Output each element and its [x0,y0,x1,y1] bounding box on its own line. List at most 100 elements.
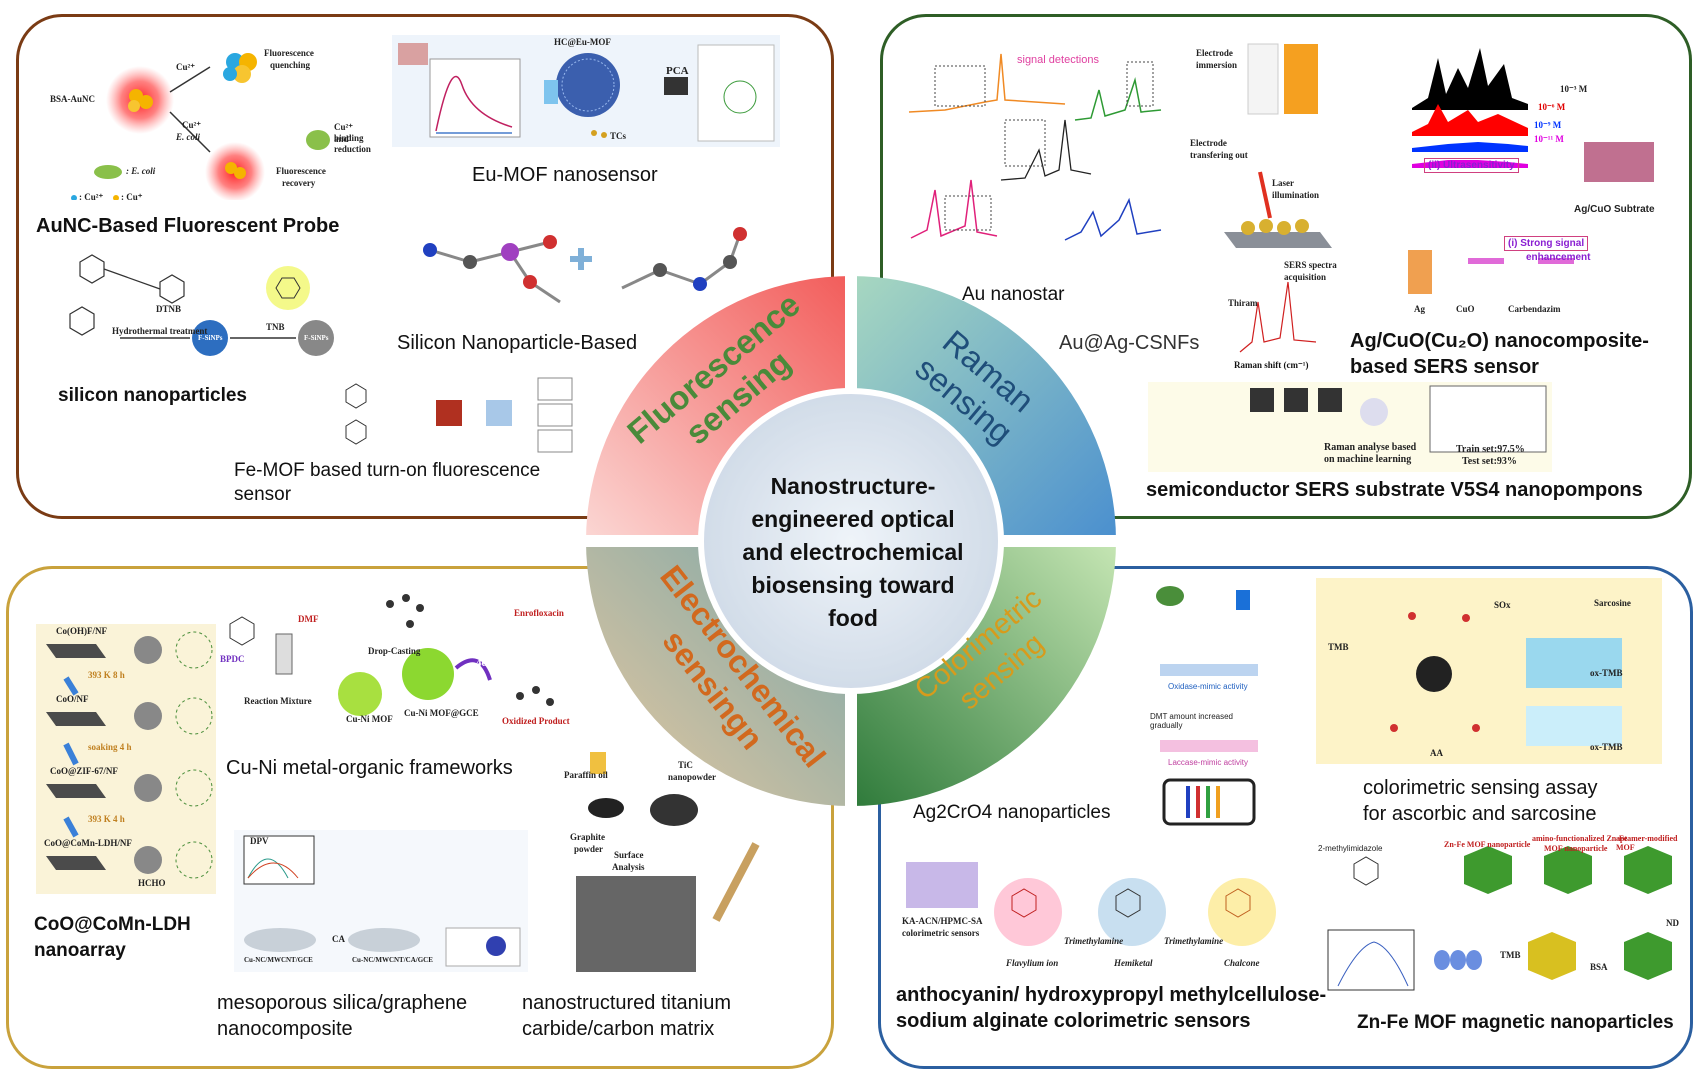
raman-analyse-label-2: on machine learning [1324,454,1412,465]
surface-label-1: Surface [614,850,644,860]
ti-carbide-graphic [576,752,760,972]
cu-ecoli-arrow-label: Cu²⁺ [182,120,201,130]
trimethylamine-label-2: Trimethylamine [1164,936,1224,946]
ultrasensitivity-label: (ii) Ultrasensitivity [1424,158,1519,173]
center-title-line5: food [828,605,878,631]
assay-figure: TMB ox-TMB ox-TMB SOx Sarcosine AA [1316,578,1662,764]
electrode-immersion-1: Electrode [1196,48,1233,58]
v5s4-figure: Raman analyse based on machine learning … [1148,382,1552,472]
anthocyanin-label-1: anthocyanin/ hydroxypropyl methylcellulo… [896,984,1327,1006]
graphite-label-2: powder [574,844,603,854]
femof-label-2: sensor [234,484,292,505]
center-title-line1: Nanostructure- [770,473,936,499]
recovery-label-1: Fluorescence [276,166,326,176]
ca-label: CA [332,934,345,944]
bsa-aunc-label: BSA-AuNC [50,94,96,104]
ti-carbide-label-1: nanostructured titanium [522,992,732,1014]
oxtmb-label-2: ox-TMB [1590,742,1623,752]
meso-silica-graphic [243,835,521,967]
step-label-1: Co(OH)F/NF [56,626,107,636]
silicon-reaction-graphic [69,254,334,356]
eumof-graphic [398,43,775,142]
test-set-label: Test set:93% [1462,456,1517,467]
femof-label-1: Fe-MOF based turn-on fluorescence [234,460,541,481]
fsinps-label-1: F-SiNPs [198,334,223,342]
hydrothermal-label: Hydrothermal treatment [112,326,208,336]
znfe-np-label: Zn-Fe MOF nanoparticle [1444,840,1531,849]
recovery-label-2: recovery [282,178,316,188]
ecoli-arrow-label: E. coli [176,132,200,142]
auag-label: Au@Ag-CSNFs [1059,332,1200,354]
condition-label-2: soaking 4 h [88,742,132,752]
cuni-mof-gce-label: Cu-Ni MOF@GCE [404,708,479,718]
assay-label-2: for ascorbic and sarcosine [1363,803,1597,825]
cuni-mof-label: Cu-Ni metal-organic frameworks [226,757,513,779]
tic-label-1: TiC [678,760,693,770]
agcuo-label-2: based SERS sensor [1350,356,1539,378]
auag-figure: Electrode immersion Electrode transferin… [1190,42,1340,364]
tmb-label-2: TMB [1500,950,1521,960]
anthocyanin-figure: KA-ACN/HPMC-SA colorimetric sensors Flav… [902,856,1300,974]
electrode-transfer-1: Electrode [1190,138,1227,148]
conc-label-2: 10⁻⁶ M [1538,102,1566,112]
quench-label-1: Fluorescence [264,48,314,58]
meso-silica-label-2: nanocomposite [217,1018,353,1040]
conc-label-1: 10⁻³ M [1560,84,1588,94]
coo-graphic [46,631,213,879]
silicon-molecule-figure [410,222,760,326]
coo-nanoarray-figure: Co(OH)F/NF CoO/NF CoO@ZIF-67/NF CoO@CoMn… [36,624,216,894]
aptamer-label: aptamer-modified MOF [1616,834,1678,852]
conc-label-4: 10⁻¹¹ M [1534,134,1564,144]
electron-label: 4e⁻ [476,657,493,669]
tmb-label: TMB [1328,642,1349,652]
kaacn-label-2: colorimetric sensors [902,928,980,938]
binding-label-1: Cu²⁺ binding [334,122,364,143]
agcuo-figure: 10⁻³ M 10⁻⁶ M 10⁻⁹ M 10⁻¹¹ M (ii) Ultras… [1388,38,1678,328]
step-label-4: CoO@CoMn-LDH/NF [44,838,132,848]
sers-label-2: acquisition [1284,272,1327,282]
silicon-nanoparticle-based-label: Silicon Nanoparticle-Based [397,332,638,354]
center-title-line4: biosensing toward [751,572,955,598]
au-nanostar-label: Au nanostar [962,284,1065,305]
chalcone-label: Chalcone [1224,958,1260,968]
carbendazim-label: Carbendazim [1508,304,1561,314]
cuni-mof-label: Cu-Ni MOF [346,714,393,724]
graphite-label-1: Graphite [570,832,605,842]
silicon-nanoparticles-label: silicon nanoparticles [58,385,247,406]
dmf-label: DMF [298,614,319,624]
molecule-models-graphic [423,227,747,304]
ecoli-legend: : E. coli [126,166,156,176]
center-title: Nanostructure- engineered optical and el… [718,470,988,635]
laccase-label: Laccase-mimic activity [1168,758,1249,767]
raman-analyse-label-1: Raman analyse based [1324,442,1417,453]
fsinps-label-2: F-SiNPs [304,334,329,342]
ag2cro4-figure: Oxidase-mimic activity DMT amount increa… [1150,580,1266,828]
strong-signal-label-1: (i) Strong signal [1504,236,1589,251]
au-nanostar-figure: signal detections [905,50,1165,254]
laser-label-1: Laser [1272,178,1294,188]
amino-label-1: amino-functionalized Zn-Fe [1532,834,1628,843]
ag2cro4-graphic [1156,586,1258,826]
amino-label-2: MOF nanoparticle [1544,844,1608,853]
aunc-probe-figure: BSA-AuNC Cu²⁺ Cu²⁺ E. coli Fluorescence … [50,32,372,202]
assay-label-1: colorimetric sensing assay [1363,777,1598,799]
thiram-label: Thiram [1228,298,1258,308]
binding-label-2: and reduction [334,134,371,154]
drop-casting-label: Drop-Casting [368,646,421,656]
tnb-label: TNB [266,322,285,332]
oxtmb-label-1: ox-TMB [1590,668,1623,678]
agcuo-graphic [1408,48,1654,294]
raman-xaxis-label: Raman shift (cm⁻¹) [1234,360,1309,370]
eumof-figure: HC@Eu-MOF PCA TCs [392,35,780,147]
gce2-label: Cu-NC/MWCNT/CA/GCE [352,956,433,964]
bsa-label: BSA [1590,962,1608,972]
electrode-transfer-2: transfering out [1190,150,1248,160]
conc-label-3: 10⁻⁹ M [1534,120,1562,130]
v5s4-label: semiconductor SERS substrate V5S4 nanopo… [1146,479,1643,501]
paraffin-label: Paraffin oil [564,770,608,780]
eumof-title-label: HC@Eu-MOF [554,37,611,47]
bpdc-label: BPDC [220,654,245,664]
ti-carbide-label-2: carbide/carbon matrix [522,1018,715,1040]
quench-cluster [223,53,257,83]
step-label-3: CoO@ZIF-67/NF [50,766,118,776]
